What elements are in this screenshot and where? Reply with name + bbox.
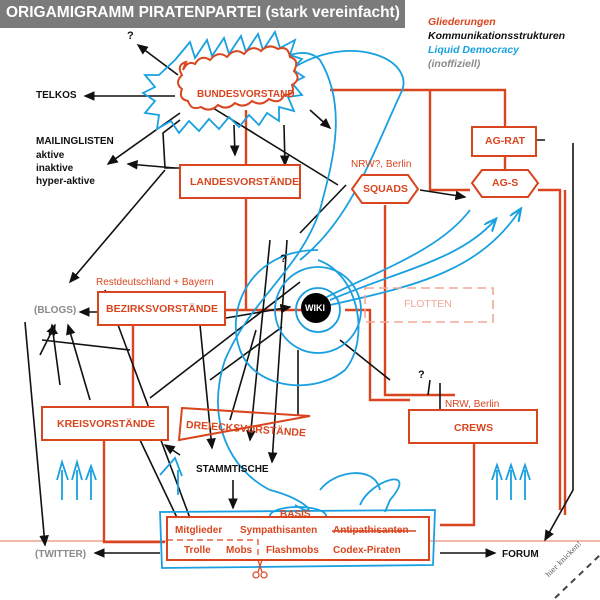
title-bar: ORIGAMIGRAMM PIRATENPARTEI (stark verein… — [0, 0, 405, 28]
scissors-icon — [252, 559, 268, 579]
bezirksvorstaende-box — [97, 291, 226, 326]
ag-s-label: AG-S — [492, 177, 519, 189]
telkos-label: TELKOS — [36, 90, 77, 101]
mailinglisten-inaktive: inaktive — [36, 163, 74, 174]
stammtische-label: STAMMTISCHE — [196, 464, 269, 475]
legend-inoffiziell: (inoffiziell) — [428, 58, 481, 70]
kreisvorstaende-label: KREISVORSTÄNDE — [57, 418, 156, 430]
flotten-box — [364, 287, 494, 323]
landesvorstaende-label: LANDESVORSTÄNDE — [190, 176, 300, 188]
forum-label: FORUM — [502, 549, 539, 560]
basis-mitglieder: Mitglieder — [175, 525, 223, 536]
wiki-label: WIKI — [305, 303, 325, 313]
wiki-circle — [301, 293, 331, 323]
basis-flashmobs: Flashmobs — [266, 545, 319, 556]
basis-label: BASIS — [280, 509, 311, 520]
page-title: ORIGAMIGRAMM PIRATENPARTEI (stark verein… — [6, 4, 400, 21]
dreiecksvorstaende-shape — [177, 406, 311, 442]
twitter-label: (TWITTER) — [35, 549, 87, 560]
mailinglisten-aktive: aktive — [36, 150, 65, 161]
legend-gliederungen: Gliederungen — [428, 16, 496, 28]
crews-label: CREWS — [454, 422, 494, 434]
question-mark-top: ? — [127, 30, 134, 42]
basis-codex-piraten: Codex-Piraten — [333, 545, 401, 556]
ag-rat-box — [471, 126, 537, 157]
liquid-democracy-lines — [56, 50, 531, 569]
ag-rat-label: AG-RAT — [485, 135, 526, 147]
flotten-label: FLOTTEN — [404, 298, 452, 310]
mailinglisten-hyperaktive: hyper-aktive — [36, 176, 95, 187]
bundesvorstand-label: BUNDESVORSTAND — [197, 89, 295, 100]
mailinglisten-label: MAILINGLISTEN — [36, 136, 114, 147]
mobs-dashed-outline — [167, 539, 259, 560]
basis-antipathisanten: Antipathisanten — [333, 525, 409, 536]
basis-trolle: Trolle — [184, 545, 211, 556]
squads-shape — [350, 174, 420, 204]
bezirks-note: Restdeutschland + Bayern — [96, 277, 214, 288]
squads-note: NRW?, Berlin — [351, 159, 412, 170]
legend-kommunikation: Kommunikationsstrukturen — [428, 30, 566, 42]
landesvorstaende-box — [179, 164, 301, 199]
kreisvorstaende-box — [41, 406, 169, 441]
basis-box — [166, 516, 430, 561]
crews-note: NRW, Berlin — [445, 399, 500, 410]
question-mark-wiki: ? — [280, 253, 287, 265]
gliederungen-lines — [0, 88, 600, 544]
question-mark-crews: ? — [418, 369, 425, 381]
basis-sympathisanten: Sympathisanten — [240, 525, 318, 536]
legend-liquid-democracy: Liquid Democracy — [428, 44, 520, 56]
basis-mobs: Mobs — [226, 545, 253, 556]
bezirksvorstaende-label: BEZIRKSVORSTÄNDE — [106, 303, 219, 315]
blogs-label: (BLOGS) — [34, 305, 77, 316]
ag-s-shape — [470, 169, 540, 198]
crews-box — [408, 409, 538, 444]
squads-label: SQUADS — [363, 183, 408, 195]
bundesvorstand-cloud — [141, 29, 306, 135]
